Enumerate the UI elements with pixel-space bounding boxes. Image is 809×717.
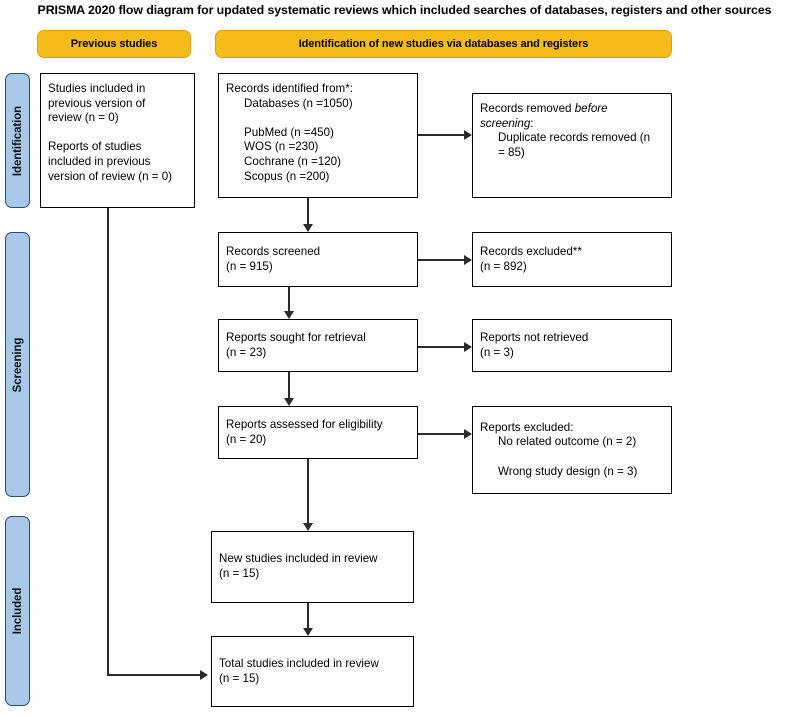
connector-sought-to-not-retrieved <box>418 346 464 348</box>
stage-label-screening-text: Screening <box>11 337 24 392</box>
arrowhead-identified-to-screened <box>302 224 313 232</box>
reports-not-retrieved-count: (n = 3) <box>480 345 514 359</box>
connector-previous-to-total-horizontal <box>107 674 200 676</box>
records-removed-line-1: Records removed before <box>480 102 664 117</box>
records-removed-line-4: = 85) <box>498 145 525 159</box>
header-identification: Identification of new studies via databa… <box>215 30 672 58</box>
arrowhead-assessed-to-new-studies <box>302 523 313 531</box>
arrowhead-screened-to-sought <box>283 311 294 319</box>
new-studies-label: New studies included in review <box>219 552 378 566</box>
box-records-excluded: Records excluded** (n = 892) <box>472 232 672 287</box>
box-records-identified: Records identified from*: Databases (n =… <box>218 73 418 198</box>
box-new-studies-included: New studies included in review (n = 15) <box>211 531 414 603</box>
records-identified-wos: WOS (n =230) <box>244 140 319 154</box>
reports-excluded-reason-1: No related outcome (n = 2) <box>498 435 637 449</box>
box-records-screened: Records screened (n = 915) <box>218 232 418 287</box>
records-identified-heading: Records identified from*: <box>226 82 353 95</box>
arrowhead-assessed-to-excluded <box>464 428 472 439</box>
arrowhead-identified-to-removed <box>464 129 472 140</box>
box-reports-sought: Reports sought for retrieval (n = 23) <box>218 319 418 372</box>
arrowhead-sought-to-assessed <box>283 398 294 406</box>
reports-sought-count: (n = 23) <box>226 345 267 359</box>
stage-label-screening: Screening <box>5 232 30 497</box>
records-removed-screening-italic: screening <box>480 116 531 130</box>
connector-assessed-to-excluded <box>418 433 464 435</box>
records-removed-line-2: screening: <box>480 117 664 132</box>
reports-sought-label: Reports sought for retrieval <box>226 330 366 344</box>
arrowhead-new-to-total-studies <box>302 628 313 636</box>
records-screened-count: (n = 915) <box>226 259 273 273</box>
box-records-removed: Records removed before screening: Duplic… <box>472 93 672 198</box>
stage-label-included: Included <box>5 516 30 706</box>
previous-studies-line-3: review (n = 0) <box>48 111 119 125</box>
arrowhead-sought-to-not-retrieved <box>464 341 472 352</box>
stage-label-identification-text: Identification <box>11 105 24 176</box>
box-reports-not-retrieved: Reports not retrieved (n = 3) <box>472 319 672 372</box>
previous-studies-line-1: Studies included in <box>48 82 146 95</box>
reports-not-retrieved-label: Reports not retrieved <box>480 330 589 344</box>
records-identified-pubmed: PubMed (n =450) <box>244 125 334 139</box>
previous-studies-line-6: version of review (n = 0) <box>48 169 173 183</box>
header-previous-studies: Previous studies <box>37 30 191 58</box>
connector-previous-to-total-vertical <box>107 208 109 675</box>
reports-excluded-heading: Reports excluded: <box>480 420 574 434</box>
connector-assessed-to-new-studies <box>307 459 309 523</box>
connector-screened-to-excluded <box>418 259 464 261</box>
total-studies-label: Total studies included in review <box>219 656 379 670</box>
connector-screened-to-sought <box>288 287 290 311</box>
records-identified-scopus: Scopus (n =200) <box>244 169 330 183</box>
records-removed-line-3: Duplicate records removed (n <box>498 131 651 145</box>
reports-excluded-reason-2: Wrong study design (n = 3) <box>498 464 638 478</box>
stage-label-included-text: Included <box>11 587 24 635</box>
previous-studies-line-2: previous version of <box>48 96 146 110</box>
reports-assessed-count: (n = 20) <box>226 432 267 446</box>
box-reports-assessed: Reports assessed for eligibility (n = 20… <box>218 406 418 459</box>
records-excluded-label: Records excluded** <box>480 244 582 258</box>
new-studies-count: (n = 15) <box>219 567 260 580</box>
previous-studies-spacer <box>48 126 187 141</box>
previous-studies-line-5: included in previous <box>48 154 151 168</box>
box-previous-studies: Studies included in previous version of … <box>40 73 195 208</box>
arrowhead-screened-to-excluded <box>464 254 472 265</box>
records-removed-colon: : <box>530 116 534 130</box>
previous-studies-line-4: Reports of studies <box>48 140 142 154</box>
records-removed-before-italic: before <box>574 102 608 115</box>
records-screened-label: Records screened <box>226 244 321 258</box>
connector-new-to-total-studies <box>307 603 309 628</box>
records-identified-cochrane: Cochrane (n =120) <box>244 154 341 168</box>
records-identified-databases: Databases (n =1050) <box>244 96 353 110</box>
total-studies-count: (n = 15) <box>219 671 260 685</box>
header-identification-label: Identification of new studies via databa… <box>298 38 589 50</box>
box-reports-excluded: Reports excluded: No related outcome (n … <box>472 406 672 494</box>
box-total-studies-included: Total studies included in review (n = 15… <box>211 636 414 707</box>
connector-sought-to-assessed <box>288 372 290 398</box>
records-excluded-count: (n = 892) <box>480 259 527 273</box>
stage-label-identification: Identification <box>5 73 30 208</box>
connector-identified-to-removed <box>418 134 464 136</box>
arrowhead-previous-to-total <box>200 669 208 680</box>
page-title: PRISMA 2020 flow diagram for updated sys… <box>37 3 772 17</box>
connector-identified-to-screened <box>307 198 309 224</box>
reports-assessed-label: Reports assessed for eligibility <box>226 417 383 431</box>
records-identified-spacer <box>226 111 410 126</box>
records-removed-text-a: Records removed <box>480 102 575 115</box>
header-previous-studies-label: Previous studies <box>70 38 158 50</box>
reports-excluded-spacer <box>480 450 664 465</box>
